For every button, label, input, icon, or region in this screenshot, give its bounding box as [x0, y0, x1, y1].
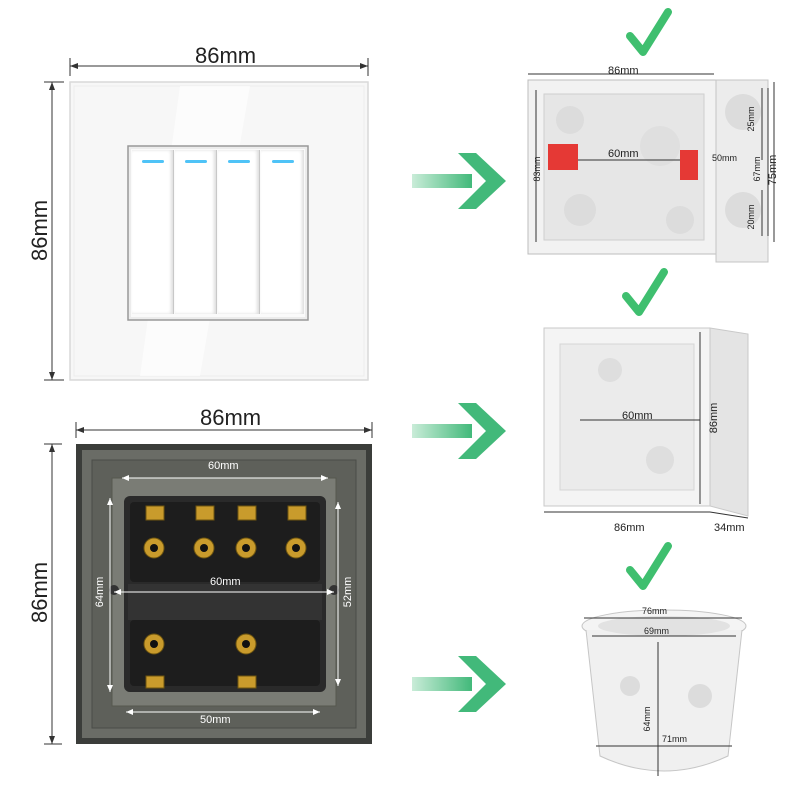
- arrow-right-icon: [412, 153, 506, 209]
- box-mid-width-label: 86mm: [614, 522, 645, 534]
- box-top-side-label: 50mm: [712, 153, 738, 163]
- round-height-label: 64mm: [642, 706, 652, 732]
- switch-front-view: 86mm 86mm: [0, 0, 400, 400]
- indicator-light: [141, 160, 164, 163]
- check-icon: [626, 8, 672, 56]
- box-top-20-label: 20mm: [746, 204, 756, 230]
- box-top-width-label: 86mm: [608, 65, 639, 77]
- back-right-label: 52mm: [342, 576, 354, 608]
- back-left-label: 64mm: [94, 576, 106, 608]
- indicator-light: [184, 160, 207, 163]
- box-mid-height-label: 86mm: [708, 402, 720, 434]
- mounting-box-round-drawing: [581, 609, 747, 776]
- front-width-label: 86mm: [195, 43, 257, 68]
- indicator-light: [227, 160, 250, 163]
- box-mid-inner-label: 60mm: [622, 410, 653, 422]
- round-top-label: 76mm: [642, 606, 668, 616]
- box-top-25-label: 25mm: [746, 106, 756, 132]
- back-width-label: 86mm: [200, 405, 262, 430]
- round-bottom-label: 71mm: [662, 734, 688, 744]
- arrow-right-icon: [412, 403, 506, 459]
- button-2[interactable]: [175, 150, 217, 314]
- mounting-box-top-drawing: [527, 73, 775, 263]
- back-top-inner-label: 60mm: [208, 460, 239, 472]
- button-1[interactable]: [132, 150, 174, 314]
- indicator-light: [271, 160, 294, 163]
- box-top-67-label: 67mm: [752, 156, 762, 182]
- front-height-label: 86mm: [27, 199, 52, 261]
- switch-back-drawing: [44, 422, 373, 745]
- box-top-inner-label: 60mm: [608, 148, 639, 160]
- box-top-75-label: 75mm: [767, 154, 779, 186]
- arrow-right-icon: [412, 656, 506, 712]
- mounting-box-middle-drawing: [543, 327, 749, 519]
- switch-back-view: 86mm 86mm 60mm 60mm 64mm 52mm 50mm: [0, 400, 400, 800]
- button-3[interactable]: [218, 150, 260, 314]
- round-inner-label: 69mm: [644, 626, 670, 636]
- mounting-box-top: 86mm 60mm 83mm 50mm 25mm 67mm 75mm 20mm: [500, 60, 800, 280]
- mounting-box-middle: 60mm 86mm 86mm 34mm: [530, 320, 800, 550]
- back-mid-label: 60mm: [210, 576, 241, 588]
- button-4[interactable]: [261, 150, 304, 314]
- box-top-left-label: 83mm: [532, 156, 542, 182]
- mounting-box-round: 76mm 69mm 64mm 71mm: [570, 596, 800, 796]
- box-mid-depth-label: 34mm: [714, 522, 745, 534]
- back-height-label: 86mm: [27, 561, 52, 623]
- check-icon: [626, 542, 672, 590]
- back-bottom-label: 50mm: [200, 714, 231, 726]
